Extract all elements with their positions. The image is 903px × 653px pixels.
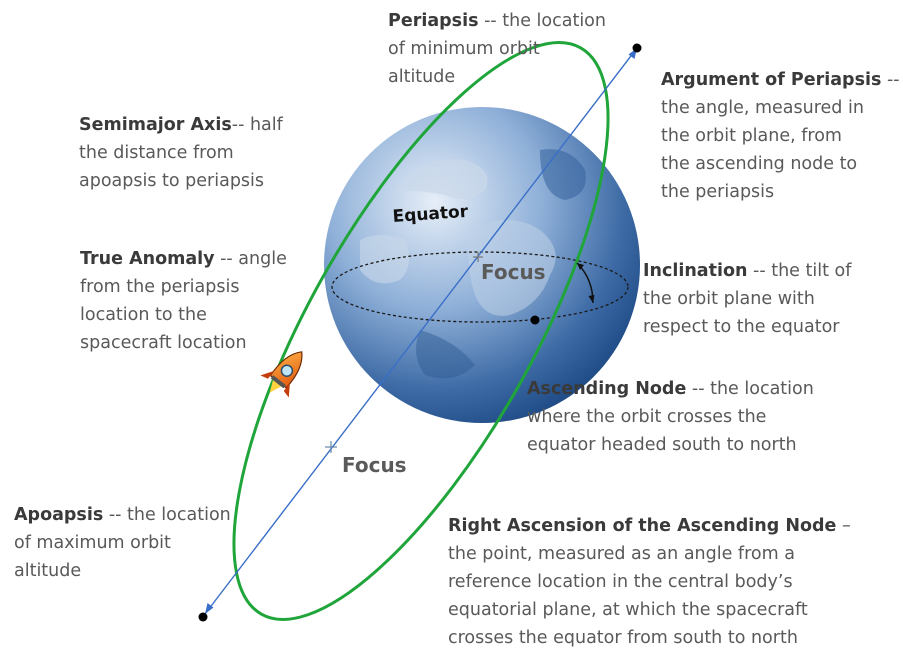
true-anomaly-line-1: -- angle — [214, 249, 287, 269]
orbit-ellipse — [232, 41, 610, 621]
inclination-label: Inclination -- the tilt of the orbit pla… — [643, 257, 851, 341]
apoapsis-term: Apoapsis — [14, 505, 104, 525]
raan-line-5: crosses the equator from south to north — [448, 628, 798, 648]
ascending-node-point — [530, 315, 540, 325]
raan-line-3: reference location in the central body’s — [448, 572, 793, 592]
semimajor-axis-term: Semimajor Axis — [79, 115, 232, 135]
ascending-node-label: Ascending Node -- the location where the… — [527, 375, 814, 459]
apoapsis-line-1: -- the location — [103, 505, 231, 525]
true-anomaly-line-2: from the periapsis — [80, 277, 240, 297]
argument-of-periapsis-line-4: the ascending node to — [661, 154, 858, 174]
argument-of-periapsis-line-1: -- — [881, 70, 900, 90]
periapsis-label: Periapsis -- the location of minimum orb… — [388, 7, 606, 91]
apoapsis-label: Apoapsis -- the location of maximum orbi… — [14, 501, 231, 585]
true-anomaly-label: True Anomaly -- angle from the periapsis… — [80, 245, 287, 357]
argument-of-periapsis-label: Argument of Periapsis -- the angle, meas… — [661, 66, 900, 206]
globe — [324, 107, 640, 423]
orbit-focus-label: Focus — [342, 453, 407, 477]
semimajor-axis-line-1: -- half — [231, 115, 283, 135]
ascending-node-line-2: where the orbit crosses the — [527, 407, 767, 427]
argument-of-periapsis-term: Argument of Periapsis — [661, 70, 882, 90]
periapsis-line-3: altitude — [388, 67, 456, 87]
true-anomaly-line-4: spacecraft location — [80, 333, 247, 353]
apoapsis-point — [198, 612, 208, 622]
true-anomaly-line-3: location to the — [80, 305, 207, 325]
raan-line-4: equatorial plane, at which the spacecraf… — [448, 600, 808, 620]
inclination-line-2: the orbit plane with — [643, 289, 815, 309]
apoapsis-line-2: of maximum orbit — [14, 533, 171, 553]
periapsis-line-2: of minimum orbit — [388, 39, 540, 59]
globe-focus-label: Focus — [481, 260, 546, 284]
ascending-node-line-1: -- the location — [686, 379, 814, 399]
apoapsis-line-3: altitude — [14, 561, 82, 581]
ascending-node-term: Ascending Node — [527, 379, 687, 399]
inclination-line-3: respect to the equator — [643, 317, 840, 337]
inclination-arc — [576, 262, 595, 304]
rocket-icon — [260, 351, 303, 398]
semimajor-axis-label: Semimajor Axis-- half the distance from … — [79, 111, 283, 195]
raan-line-1: – — [836, 516, 851, 536]
semimajor-axis-line-3: apoapsis to periapsis — [79, 171, 265, 191]
inclination-term: Inclination — [643, 261, 748, 281]
orbit-focus-marker — [325, 441, 337, 453]
raan-term: Right Ascension of the Ascending Node — [448, 516, 837, 536]
argument-of-periapsis-line-5: the periapsis — [661, 182, 775, 202]
true-anomaly-term: True Anomaly — [80, 249, 215, 269]
argument-of-periapsis-line-2: the angle, measured in — [661, 98, 864, 118]
ascending-node-line-3: equator headed south to north — [527, 435, 797, 455]
raan-line-2: the point, measured as an angle from a — [448, 544, 795, 564]
raan-label: Right Ascension of the Ascending Node – … — [448, 512, 851, 652]
argument-of-periapsis-line-3: the orbit plane, from — [661, 126, 842, 146]
globe-focus-marker — [473, 252, 483, 262]
equator-line — [331, 251, 629, 323]
periapsis-term: Periapsis — [388, 11, 479, 31]
periapsis-point — [632, 43, 642, 53]
semimajor-axis-line-2: the distance from — [79, 143, 234, 163]
inclination-line-1: -- the tilt of — [747, 261, 852, 281]
periapsis-line-1: -- the location — [478, 11, 606, 31]
